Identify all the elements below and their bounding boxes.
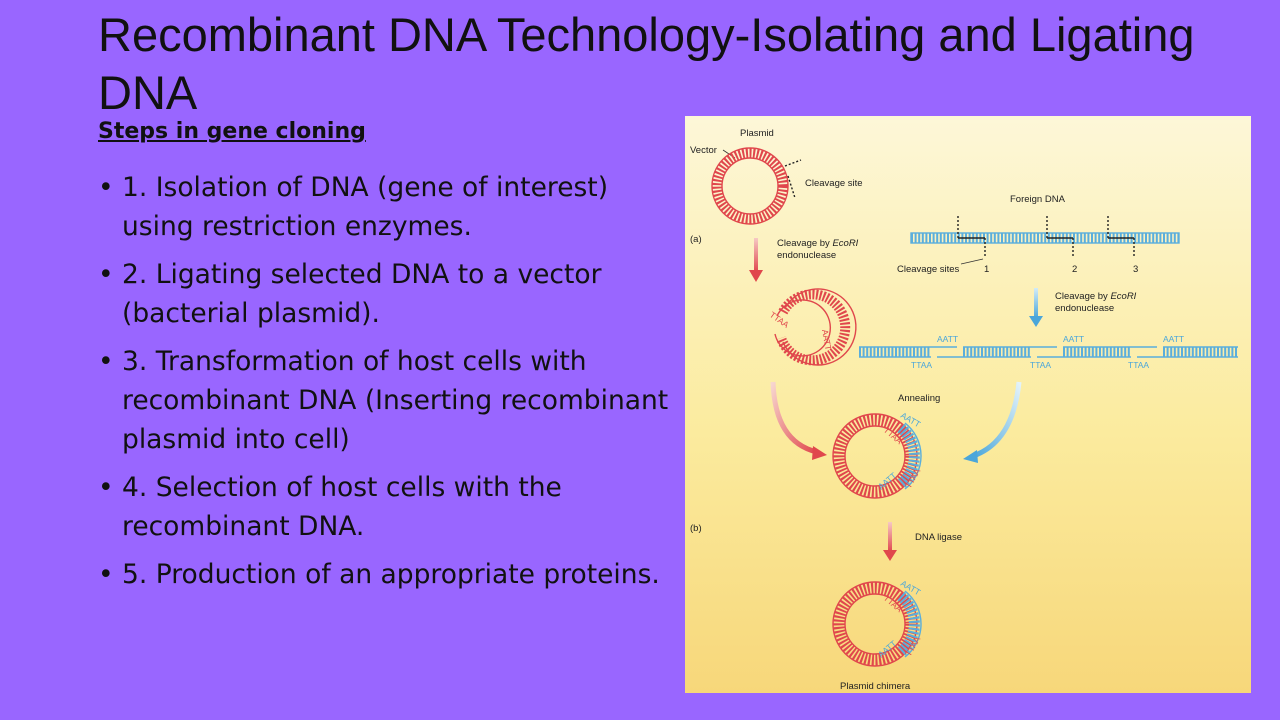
label-aatt-2: AATT	[1063, 334, 1084, 344]
label-ttaa-2: TTAA	[1030, 360, 1051, 370]
label-ecori-1: EcoRI	[832, 238, 858, 249]
intact-plasmid	[711, 147, 802, 225]
label-ttaa-3: TTAA	[1128, 360, 1149, 370]
label-cleavage-by-2: Cleavage by	[1055, 291, 1108, 302]
label-cleavage-site: Cleavage site	[805, 178, 863, 189]
slide-subtitle: Steps in gene cloning	[98, 119, 366, 144]
gene-cloning-diagram: Plasmid Vector Cleavage site (a) (b) Cle…	[685, 116, 1251, 693]
label-site-3: 3	[1133, 264, 1138, 275]
label-ttaa-1: TTAA	[911, 360, 932, 370]
step-item-4: 4. Selection of host cells with the reco…	[98, 468, 683, 546]
label-foreign-dna: Foreign DNA	[1010, 194, 1066, 205]
label-endonuclease-2: endonuclease	[1055, 303, 1114, 314]
label-dna-ligase: DNA ligase	[915, 532, 962, 543]
label-aatt-1: AATT	[937, 334, 958, 344]
svg-text:TTAA: TTAA	[768, 309, 791, 329]
label-panel-a: (a)	[690, 234, 702, 245]
svg-text:Cleavage by EcoRI: Cleavage by EcoRI	[777, 238, 859, 249]
label-cleavage-sites: Cleavage sites	[897, 264, 960, 275]
label-panel-b: (b)	[690, 523, 702, 534]
label-cleavage-by-1: Cleavage by	[777, 238, 830, 249]
label-aatt-3: AATT	[1163, 334, 1184, 344]
down-arrow-red-2	[883, 522, 897, 561]
svg-text:Cleavage by EcoRI: Cleavage by EcoRI	[1055, 291, 1137, 302]
label-endonuclease-1: endonuclease	[777, 250, 836, 261]
down-arrow-blue	[1029, 288, 1043, 327]
label-vector: Vector	[690, 145, 717, 156]
plasmid-chimera	[832, 581, 922, 667]
label-ecori-2: EcoRI	[1110, 291, 1136, 302]
down-arrow-red-1	[749, 238, 763, 282]
step-item-5: 5. Production of an appropriate proteins…	[98, 555, 683, 594]
step-item-1: 1. Isolation of DNA (gene of interest) u…	[98, 168, 683, 246]
slide-title: Recombinant DNA Technology-Isolating and…	[98, 8, 1195, 119]
foreign-dna-strand	[910, 216, 1180, 256]
label-plasmid-chimera: Plasmid chimera	[840, 681, 911, 692]
label-annealing: Annealing	[898, 393, 940, 404]
foreign-dna-fragments	[859, 346, 1238, 358]
svg-text:AATT: AATT	[820, 329, 834, 352]
cut-plasmid	[774, 288, 857, 366]
step-item-2: 2. Ligating selected DNA to a vector (ba…	[98, 255, 683, 333]
steps-list: 1. Isolation of DNA (gene of interest) u…	[98, 168, 683, 603]
label-plasmid: Plasmid	[740, 128, 774, 139]
annealed-plasmid	[832, 413, 922, 499]
step-item-3: 3. Transformation of host cells with rec…	[98, 342, 683, 459]
label-site-2: 2	[1072, 264, 1077, 275]
label-site-1: 1	[984, 264, 989, 275]
